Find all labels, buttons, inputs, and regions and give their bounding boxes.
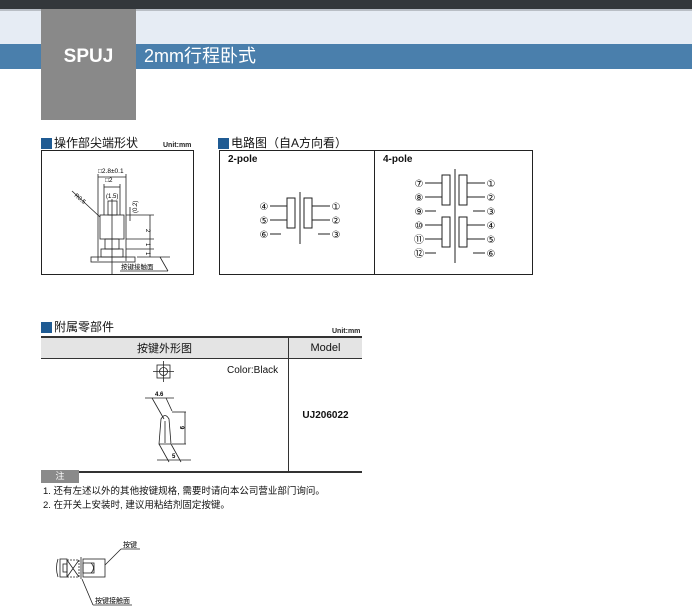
accessories-table: 按键外形图 Model Color:Black xyxy=(41,336,362,473)
dim-bottom: 5 xyxy=(172,454,176,460)
circuit-box: 2-pole 4-pole ④ ⑤ ⑥ ① ② ③ ⑦ ⑧ ⑨ ⑩ ⑪ ⑫ ① ② ③ ④ ⑤ ⑥ xyxy=(219,150,533,275)
circuit-heading-text: 电路图（自A方向看） xyxy=(231,136,348,150)
four-pole-contact-right xyxy=(458,216,468,248)
dim-inner-paren: (1.5) xyxy=(106,194,118,200)
four-pole-pin-right: ⑤ xyxy=(487,235,496,246)
cell-model: UJ206022 xyxy=(288,358,362,473)
section-square-icon xyxy=(218,137,229,149)
accessories-heading: 附属零部件 xyxy=(41,320,114,334)
four-pole-pin-right: ② xyxy=(487,193,496,204)
mount-diagram: 按键 按键接触面 xyxy=(56,540,140,606)
two-pole-diagram: ④ ⑤ ⑥ ① ② ③ xyxy=(260,192,341,244)
series-title: SPUJ xyxy=(63,46,114,67)
dim-outer: □2.8±0.1 xyxy=(98,168,124,175)
note-item-1: 1. 还有左述以外的其他按键规格, 需要时请向本公司营业部门询问。 xyxy=(43,486,325,497)
color-note: Color:Black xyxy=(227,365,279,376)
two-pole-title: 2-pole xyxy=(228,154,258,165)
tip-shape-unit: Unit:mm xyxy=(163,142,192,149)
dim-radius: R0.5 xyxy=(73,193,87,206)
accessories-unit: Unit:mm xyxy=(332,328,361,335)
note-badge: 注 xyxy=(41,470,79,483)
dim-h1b: 1 xyxy=(144,252,150,256)
accessories-heading-text: 附属零部件 xyxy=(54,320,115,334)
two-pole-contact-right xyxy=(303,197,313,229)
dim-h1a: 1 xyxy=(144,243,150,247)
circuit-divider xyxy=(374,151,375,274)
circuit-heading: 电路图（自A方向看） xyxy=(218,136,347,150)
tip-shape-heading-text: 操作部尖端形状 xyxy=(54,136,139,150)
four-pole-contact-right xyxy=(458,174,468,206)
four-pole-pin-left: ⑩ xyxy=(415,221,424,232)
tip-shape-box: □2.8±0.1 □2 (1.5) R0.5 (0.2) 2 1 1 按键接触面 xyxy=(41,150,194,275)
table-row: Color:Black xyxy=(41,358,362,473)
cell-shape: Color:Black xyxy=(41,358,289,473)
page-subtitle: 2mm行程卧式 xyxy=(144,46,256,66)
table-header-row: 按键外形图 Model xyxy=(41,336,362,359)
col-header-shape: 按键外形图 xyxy=(41,336,289,359)
section-square-icon xyxy=(41,137,52,149)
col-header-model: Model xyxy=(288,336,362,359)
four-pole-contact-left xyxy=(441,216,451,248)
top-bar xyxy=(0,0,692,9)
two-pole-pin-left: ⑥ xyxy=(260,230,269,241)
mount-key-label: 按键 xyxy=(123,540,137,549)
four-pole-pin-left: ⑧ xyxy=(415,193,424,204)
dim-h2: 2 xyxy=(144,229,150,233)
four-pole-pin-right: ④ xyxy=(487,221,496,232)
tip-shape-drawing: □2.8±0.1 □2 (1.5) R0.5 (0.2) 2 1 1 按键接触面 xyxy=(71,168,170,274)
dim-offset: (0.2) xyxy=(133,201,139,213)
four-pole-pin-right: ③ xyxy=(487,207,496,218)
four-pole-diagram: ⑦ ⑧ ⑨ ⑩ ⑪ ⑫ ① ② ③ ④ ⑤ ⑥ xyxy=(414,169,496,263)
four-pole-pin-right: ⑥ xyxy=(487,249,496,260)
section-square-icon xyxy=(41,321,52,333)
top-bar-shade xyxy=(0,9,692,11)
series-tab xyxy=(41,9,136,120)
four-pole-pin-right: ① xyxy=(487,179,496,190)
four-pole-pin-left: ⑦ xyxy=(415,179,424,190)
two-pole-pin-right: ② xyxy=(332,216,341,227)
dim-top: 4.6 xyxy=(155,392,164,398)
four-pole-contact-left xyxy=(441,174,451,206)
two-pole-pin-right: ③ xyxy=(332,230,341,241)
two-pole-pin-right: ① xyxy=(332,202,341,213)
key-shape-drawing: 4.6 9 5 xyxy=(145,361,191,463)
mount-surface-label: 按键接触面 xyxy=(95,596,130,605)
four-pole-title: 4-pole xyxy=(383,154,413,165)
four-pole-pin-left: ⑪ xyxy=(414,234,424,246)
surface-label: 按键接触面 xyxy=(121,262,154,271)
two-pole-pin-left: ⑤ xyxy=(260,216,269,227)
dim-inner: □2 xyxy=(105,177,113,184)
tip-shape-heading: 操作部尖端形状 xyxy=(41,136,138,150)
dim-height: 9 xyxy=(178,426,184,430)
four-pole-pin-left: ⑫ xyxy=(414,248,424,260)
note-item-2: 2. 在开关上安装时, 建议用粘结剂固定按键。 xyxy=(43,500,230,511)
two-pole-contact-left xyxy=(286,197,296,229)
four-pole-pin-left: ⑨ xyxy=(415,207,424,218)
two-pole-pin-left: ④ xyxy=(260,202,269,213)
